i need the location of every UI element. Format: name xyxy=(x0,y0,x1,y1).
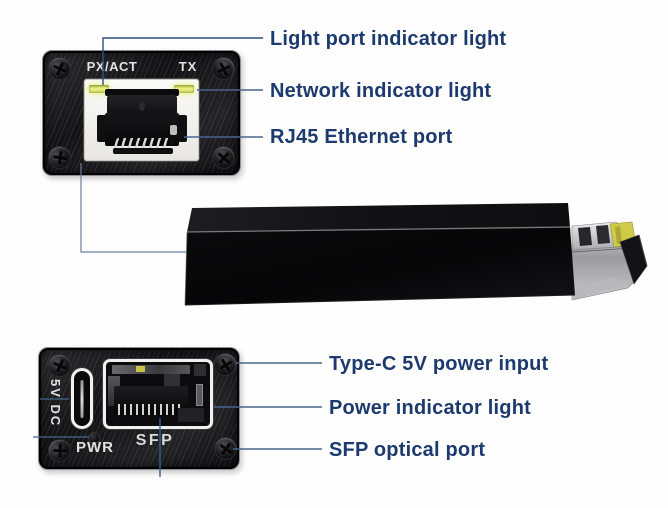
led-label-px-act: PX/ACT xyxy=(86,59,138,74)
light-port-led xyxy=(89,85,109,93)
typec-voltage-label: 5V DC xyxy=(48,379,63,428)
sfp-module xyxy=(571,221,648,301)
annotation-light-port-indicator: Light port indicator light xyxy=(270,28,507,50)
phillips-screw-icon xyxy=(208,53,239,84)
type-c-port xyxy=(71,368,93,429)
network-led xyxy=(174,85,194,93)
sfp-label: SFP xyxy=(135,432,175,449)
phillips-screw-icon xyxy=(210,144,237,171)
phillips-screw-icon xyxy=(49,58,70,79)
cage-yellow-tab xyxy=(136,366,145,372)
sfp-pcb-edge xyxy=(609,221,637,248)
annotation-network-indicator: Network indicator light xyxy=(270,80,492,102)
phillips-screw-icon xyxy=(46,144,73,171)
annotation-sfp-port: SFP optical port xyxy=(329,439,486,461)
leader-line-panel-to-device xyxy=(80,163,186,253)
phillips-screw-icon xyxy=(213,436,238,461)
annotation-power-indicator: Power indicator light xyxy=(329,397,531,419)
device-front-face xyxy=(185,227,575,305)
sfp-connector-pins xyxy=(118,404,182,415)
phillips-screw-icon xyxy=(210,349,241,380)
device-top-face xyxy=(187,203,570,232)
pwr-label: PWR xyxy=(76,439,114,456)
rj45-panel-closeup: PX/ACT TX xyxy=(42,50,241,176)
sfp-cage-port xyxy=(103,359,213,429)
sfp-latch xyxy=(619,234,648,285)
phillips-screw-icon xyxy=(45,436,74,465)
led-label-tx: TX xyxy=(178,59,198,74)
annotation-typec-power: Type-C 5V power input xyxy=(329,353,549,375)
power-led xyxy=(89,433,99,443)
sfp-panel-closeup: 5V DC PWR SFP xyxy=(38,347,241,470)
phillips-screw-icon xyxy=(49,355,70,376)
annotation-rj45-port: RJ45 Ethernet port xyxy=(270,126,453,148)
